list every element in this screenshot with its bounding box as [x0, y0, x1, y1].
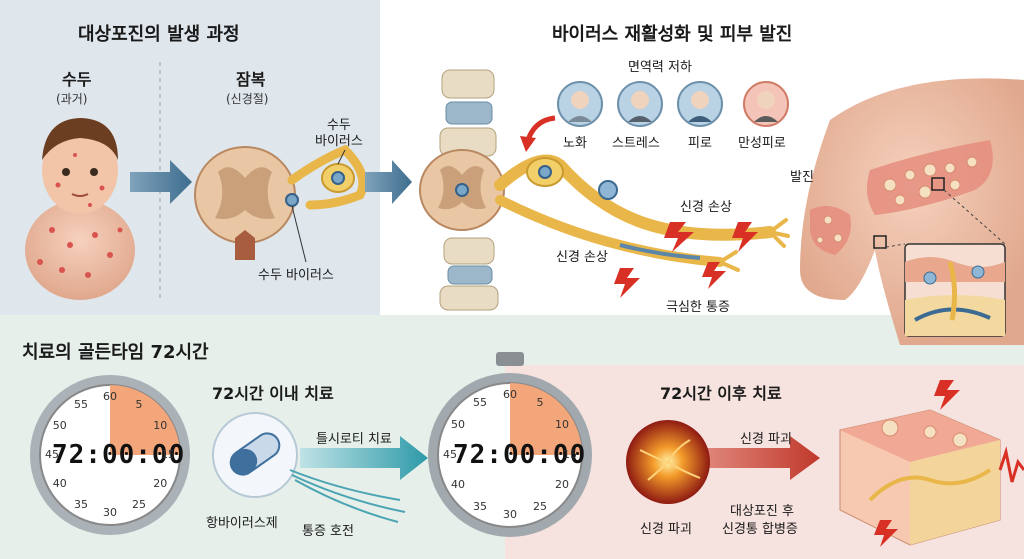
clock1-tick-label: 50: [52, 419, 67, 432]
cause-icons: [557, 81, 789, 127]
nerve-destruction-icon: [626, 420, 710, 504]
clock1-tick-label: 5: [135, 397, 143, 411]
cause-chronic-fatigue: 만성피로: [738, 136, 786, 151]
nerve-damage-label-2: 신경 손상: [556, 250, 608, 265]
virus-label-spinal: 수두 바이러스: [258, 268, 334, 283]
complication-line-2: 신경통 합병증: [722, 522, 798, 537]
clock1-tick-label: 30: [103, 506, 117, 519]
clock2-tick-label: 35: [473, 499, 487, 513]
arrow-after-72h: [640, 436, 820, 480]
occurrence-title: 대상포진의 발생 과정: [78, 24, 240, 45]
stage-latency-sub: (신경절): [226, 92, 269, 106]
clock2-tick-label: 20: [554, 478, 569, 491]
pain-bolts: [614, 222, 758, 298]
clock1-tick-label: 45: [45, 448, 59, 461]
reactivation-title: 바이러스 재활성화 및 피부 발진: [552, 24, 793, 45]
clock1-tick-label: 15: [161, 448, 175, 461]
clock2-tick-label: 5: [536, 396, 544, 410]
complication-line-1: 대상포진 후: [730, 504, 794, 519]
clock2-tick-label: 55: [473, 396, 487, 410]
clock2-tick-label: 25: [533, 499, 547, 513]
cause-arrow: [525, 115, 556, 141]
clock2-tick-label: 30: [503, 508, 517, 521]
nerve-fiber: [494, 154, 790, 272]
clock2-tick-label: 50: [451, 418, 466, 431]
nerve-damage-label-1: 신경 손상: [680, 200, 732, 215]
clock1-tick-label: 10: [153, 419, 168, 432]
golden-time-title: 치료의 골든타임 72시간: [22, 342, 209, 363]
rash-label: 발진: [790, 170, 814, 185]
arrow-within-72h: [300, 436, 428, 480]
clock-1-digits: 72:00:00: [52, 440, 186, 470]
clock2-tick-label: 15: [563, 448, 577, 461]
famciclovir-label: 틀시로티 치료: [316, 432, 392, 447]
clock2-tick-label: 45: [443, 448, 457, 461]
antiviral-label: 항바이러스제: [206, 516, 278, 531]
cause-fatigue: 피로: [688, 136, 712, 151]
clock1-tick-label: 35: [74, 498, 88, 512]
immunity-decline-title: 면역력 저하: [628, 60, 692, 75]
clock2-tick-label: 10: [554, 418, 569, 431]
clock-2-digits: 72:00:00: [453, 440, 587, 470]
capsule-icon: [212, 412, 298, 498]
clock-1: [30, 375, 190, 535]
torso-rash: [800, 78, 1024, 345]
within-72h-title: 72시간 이내 치료: [212, 384, 334, 403]
stopwatch-2: [428, 352, 592, 537]
clock2-tick-label: 40: [451, 478, 466, 491]
cause-aging: 노화: [563, 136, 587, 151]
stage-chickenpox-sub: (과거): [56, 92, 88, 106]
clock1-tick-label: 60: [103, 390, 117, 403]
arrow-to-reactivation: [365, 160, 412, 204]
child-figure: [25, 118, 135, 300]
severe-pain-label: 극심한 통증: [666, 300, 730, 315]
spine-column: [419, 69, 505, 311]
clock1-tick-label: 20: [153, 477, 168, 490]
stage-latency-title: 잠복: [236, 70, 266, 89]
nerve-healing: [289, 469, 406, 523]
clock2-tick-label: 60: [503, 388, 517, 401]
after-72h-title: 72시간 이후 치료: [660, 384, 782, 403]
virus-label-ganglion: 수두 바이러스: [315, 118, 363, 149]
nerve-destruction-label-1: 신경 파괴: [740, 432, 792, 447]
pain-bolts-after: [874, 380, 1024, 547]
skin-tissue-block: [839, 409, 1001, 546]
nerve-destruction-label-2: 신경 파괴: [640, 522, 692, 537]
spinal-cord-latent: [194, 144, 368, 263]
clock1-tick-label: 25: [132, 498, 146, 512]
stage-chickenpox-title: 수두: [62, 70, 92, 89]
cause-stress: 스트레스: [612, 136, 660, 151]
clock1-tick-label: 55: [74, 397, 88, 411]
arrow-to-latency: [130, 160, 192, 204]
pain-relief-label: 통증 호전: [302, 524, 354, 539]
clock1-tick-label: 40: [52, 477, 67, 490]
